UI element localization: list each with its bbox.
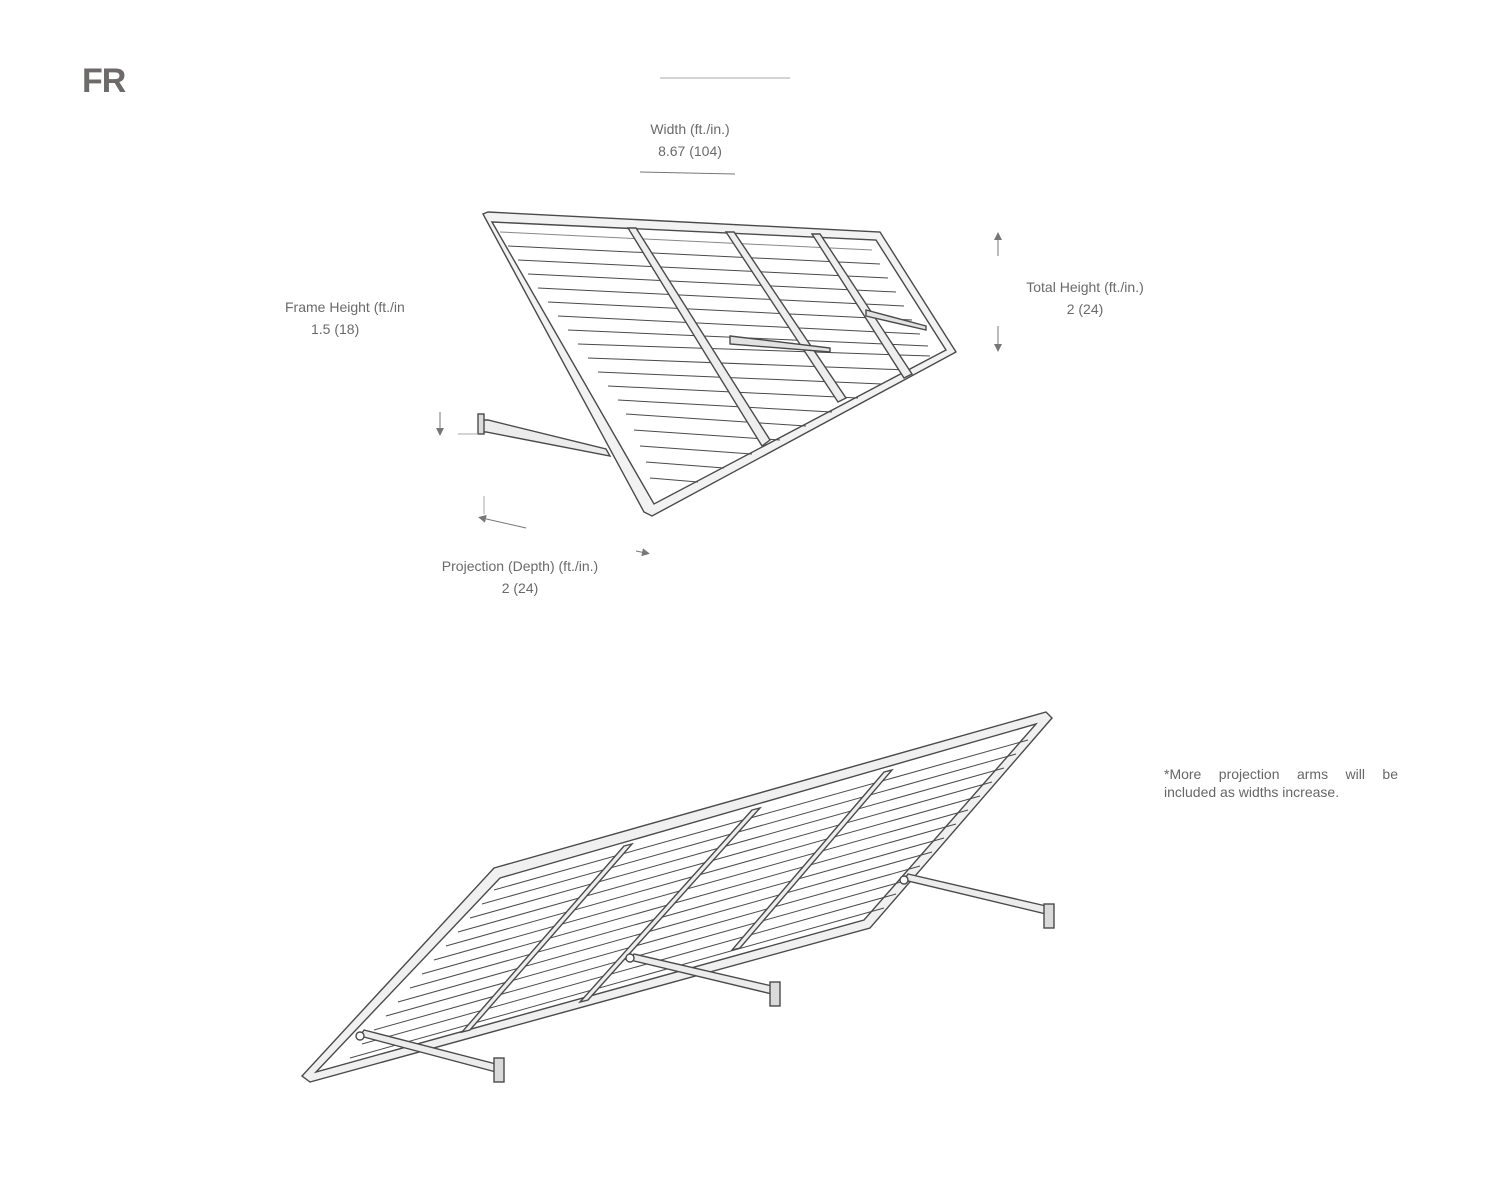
projection-label: Projection (Depth) (ft./in.) (441, 558, 599, 574)
louver-slats-bottom (349, 739, 1029, 1059)
total-height-dimension: Total Height (ft./in.) 2 (24) (1000, 276, 1170, 320)
louver-slats (499, 231, 931, 483)
width-value: 8.67 (104) (658, 143, 722, 159)
projection-arms-note: *More projection arms will be included a… (1164, 766, 1398, 800)
projection-value: 2 (24) (501, 580, 539, 596)
projection-arm-2 (625, 953, 781, 1007)
projection-arm-3 (899, 873, 1055, 929)
awning-top-view (477, 211, 957, 517)
brand-logo: FR (82, 62, 126, 100)
frame-height-dimension: Frame Height (ft./in 1.5 (18) (285, 296, 435, 340)
frame-height-label: Frame Height (ft./in (285, 299, 405, 315)
total-height-value: 2 (24) (1066, 301, 1104, 317)
projection-dimension: Projection (Depth) (ft./in.) 2 (24) (420, 555, 620, 599)
projection-arm-1 (355, 1029, 505, 1083)
width-label: Width (ft./in.) (650, 121, 730, 137)
width-dimension: Width (ft./in.) 8.67 (104) (590, 118, 790, 162)
awning-bottom-view (300, 711, 1055, 1083)
total-height-label: Total Height (ft./in.) (1026, 279, 1144, 295)
panel-dividers-bottom (460, 768, 894, 1034)
dimension-lines (436, 77, 1002, 557)
panel-dividers (626, 227, 914, 448)
projection-arm (477, 413, 612, 457)
frame-height-value: 1.5 (18) (311, 321, 360, 337)
